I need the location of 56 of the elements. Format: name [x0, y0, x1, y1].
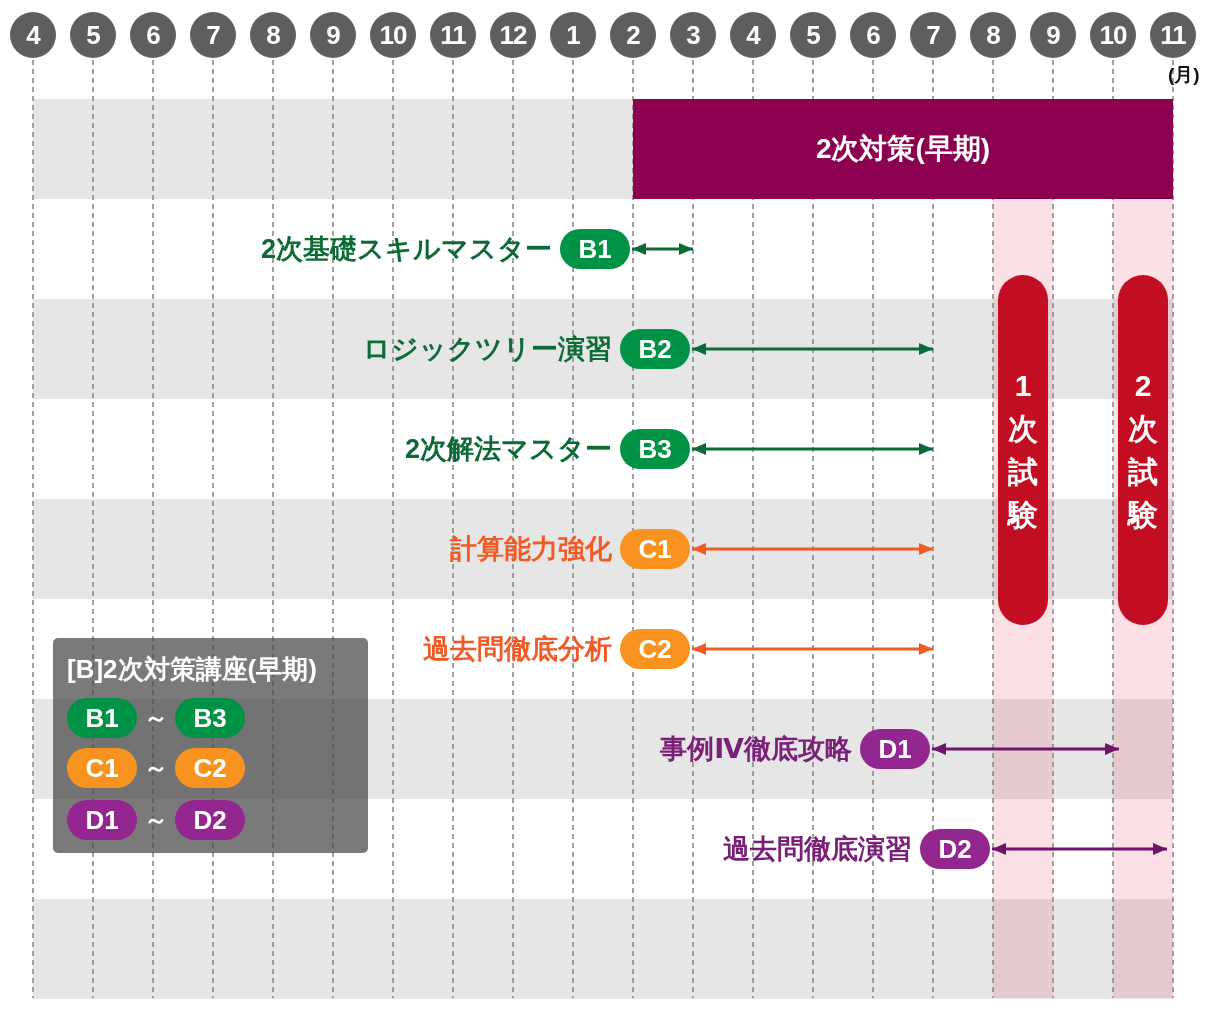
exam-bar: 2次試験 — [1118, 275, 1168, 625]
double-arrow — [692, 643, 933, 655]
code-badge: D1 — [67, 800, 137, 840]
month-marker: 7 — [910, 12, 956, 58]
month-marker: 5 — [790, 12, 836, 58]
code-badge: C1 — [67, 748, 137, 788]
double-arrow — [992, 843, 1167, 855]
code-badge: B1 — [560, 229, 630, 269]
double-arrow — [692, 443, 933, 455]
double-arrow — [632, 243, 693, 255]
task-label: 過去問徹底演習 — [723, 832, 912, 866]
double-arrow — [932, 743, 1119, 755]
code-badge: D2 — [175, 800, 245, 840]
month-marker: 3 — [670, 12, 716, 58]
task-label: 過去問徹底分析 — [423, 632, 612, 666]
double-arrow — [692, 543, 933, 555]
month-marker: 2 — [610, 12, 656, 58]
month-marker: 7 — [190, 12, 236, 58]
month-marker: 5 — [70, 12, 116, 58]
code-badge: B1 — [67, 698, 137, 738]
month-marker: 11 — [430, 12, 476, 58]
code-badge: C2 — [620, 629, 690, 669]
month-marker: 9 — [310, 12, 356, 58]
double-arrow — [692, 343, 933, 355]
task-label: 2次解法マスター — [404, 432, 612, 466]
range-tilde: ～ — [143, 753, 169, 783]
month-marker: 10 — [1090, 12, 1136, 58]
exam-bar: 1次試験 — [998, 275, 1048, 625]
task-label: ロジックツリー演習 — [363, 332, 612, 366]
range-tilde: ～ — [143, 703, 169, 733]
range-tilde: ～ — [143, 805, 169, 835]
code-badge: B3 — [620, 429, 690, 469]
code-badge: B3 — [175, 698, 245, 738]
month-marker: 4 — [10, 12, 56, 58]
code-badge: C1 — [620, 529, 690, 569]
month-marker: 6 — [850, 12, 896, 58]
task-label: 2次基礎スキルマスター — [260, 232, 552, 266]
legend-panel — [53, 638, 368, 853]
task-label: 事例Ⅳ徹底攻略 — [660, 732, 852, 766]
unit-label: (月) — [1168, 63, 1200, 87]
code-badge: D1 — [860, 729, 930, 769]
panel-title: [B]2次対策講座(早期) — [67, 654, 317, 686]
code-badge: B2 — [620, 329, 690, 369]
phase-bar: 2次対策(早期) — [633, 99, 1173, 199]
month-marker: 8 — [970, 12, 1016, 58]
month-marker: 8 — [250, 12, 296, 58]
code-badge: C2 — [175, 748, 245, 788]
month-marker: 10 — [370, 12, 416, 58]
month-marker: 11 — [1150, 12, 1196, 58]
month-marker: 4 — [730, 12, 776, 58]
month-marker: 1 — [550, 12, 596, 58]
code-badge: D2 — [920, 829, 990, 869]
task-label: 計算能力強化 — [450, 532, 612, 566]
month-marker: 9 — [1030, 12, 1076, 58]
month-marker: 12 — [490, 12, 536, 58]
month-marker: 6 — [130, 12, 176, 58]
